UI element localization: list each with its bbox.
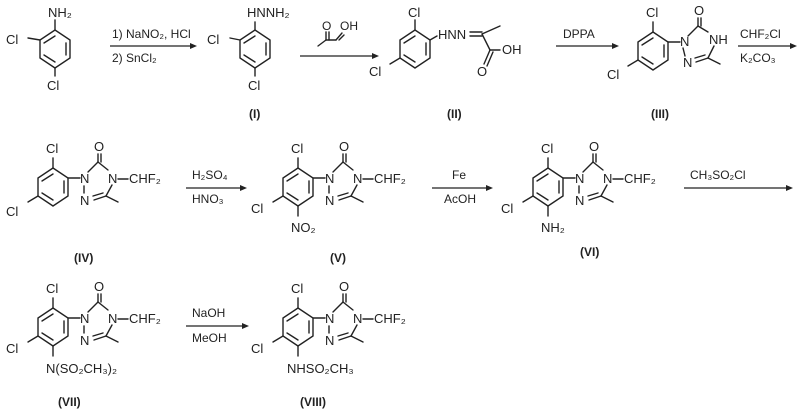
chloro-4: Cl xyxy=(501,201,513,216)
triazolone-n1: N xyxy=(680,34,689,49)
triazolone-n2: N xyxy=(683,55,692,70)
difluoromethyl: CHF₂ xyxy=(129,171,161,186)
triazolone-carbonyl-o: O xyxy=(589,139,599,154)
pyruvate-ketone-o: O xyxy=(322,19,331,33)
triazolone-carbonyl-o: O xyxy=(94,279,104,294)
chloro-4: Cl xyxy=(6,204,18,219)
chloro-4: Cl xyxy=(47,78,59,93)
triazolone-n1: N xyxy=(80,171,89,186)
pyruvate-oh: OH xyxy=(340,19,358,33)
triazolone-carbonyl-o: O xyxy=(94,139,104,154)
compound-VII: Cl Cl N(SO₂CH₃)₂ N O N CHF₂ N (VII) xyxy=(6,279,161,409)
triazolone-n4: N xyxy=(108,171,117,186)
triazolone-n1: N xyxy=(325,311,334,326)
compound-VI: Cl Cl NH₂ N O N CHF₂ N (VI) xyxy=(501,139,656,259)
reagent-step3: DPPA xyxy=(563,27,595,41)
chloro-4: Cl xyxy=(248,78,260,93)
reagent-step8-line1: NaOH xyxy=(192,306,225,320)
triazolone-carbonyl-o: O xyxy=(339,139,349,154)
hydrazine-group: HNNH₂ xyxy=(247,5,290,20)
label-VIII: (VIII) xyxy=(300,395,326,409)
triazolone-carbonyl-o: O xyxy=(339,279,349,294)
triazolone-n2: N xyxy=(80,333,89,348)
chloro-4: Cl xyxy=(369,64,381,79)
triazolone-n2: N xyxy=(575,193,584,208)
compound-III: Cl Cl N O NH N (III) xyxy=(607,3,728,121)
compound-V: Cl Cl NO₂ N O N CHF₂ N (V) xyxy=(251,139,406,265)
chloro-4: Cl xyxy=(607,67,619,82)
reagent-step5-line1: H₂SO₄ xyxy=(192,168,228,182)
label-VI: (VI) xyxy=(580,245,599,259)
chloro-2: Cl xyxy=(408,5,420,20)
chloro-2: Cl xyxy=(291,281,303,296)
arrow-step-6: Fe AcOH xyxy=(432,168,493,206)
label-V: (V) xyxy=(330,251,346,265)
reagent-step4-line1: CHF₂Cl xyxy=(740,27,781,41)
chloro-2: Cl xyxy=(46,141,58,156)
chloro-4: Cl xyxy=(251,341,263,356)
arrow-step-1: 1) NaNO₂, HCl 2) SnCl₂ xyxy=(110,27,197,65)
reagent-step6-line1: Fe xyxy=(452,168,466,182)
chloro-2: Cl xyxy=(541,141,553,156)
triazolone-carbonyl-o: O xyxy=(694,3,704,18)
reagent-step5-line2: HNO₃ xyxy=(192,192,224,206)
triazolone-n2: N xyxy=(325,193,334,208)
amino-group: NH₂ xyxy=(48,5,72,20)
triazolone-n4: N xyxy=(353,171,362,186)
arrow-step-4: CHF₂Cl K₂CO₃ xyxy=(738,27,797,65)
triazolone-n4: N xyxy=(108,311,117,326)
mesyl-amide: NHSO₂CH₃ xyxy=(287,361,354,376)
triazolone-n1: N xyxy=(575,171,584,186)
chloro-2: Cl xyxy=(6,32,18,47)
compound-IV: Cl Cl N O N CHF₂ N (IV) xyxy=(6,139,161,265)
chloro-4: Cl xyxy=(251,201,263,216)
reagent-step4-line2: K₂CO₃ xyxy=(740,51,776,65)
label-VII: (VII) xyxy=(58,395,81,409)
nitro-group: NO₂ xyxy=(291,220,316,235)
arrow-step-5: H₂SO₄ HNO₃ xyxy=(186,168,247,206)
chloro-2: Cl xyxy=(291,141,303,156)
difluoromethyl: CHF₂ xyxy=(374,311,406,326)
reagent-step1-line1: 1) NaNO₂, HCl xyxy=(112,27,191,41)
arrow-step-8: NaOH MeOH xyxy=(186,306,249,345)
compound-I: HNNH₂ Cl Cl (I) xyxy=(207,5,290,121)
acid-oh: OH xyxy=(502,42,522,57)
label-II: (II) xyxy=(447,107,462,121)
triazolone-n4: N xyxy=(603,171,612,186)
bis-mesyl-amine: N(SO₂CH₃)₂ xyxy=(46,361,117,376)
chloro-2: Cl xyxy=(46,281,58,296)
label-I: (I) xyxy=(249,107,260,121)
amino-group: NH₂ xyxy=(541,220,565,235)
hydrazone-hnn: HNN xyxy=(438,27,466,42)
triazolone-n4: N xyxy=(353,311,362,326)
triazolone-n1: N xyxy=(80,311,89,326)
label-III: (III) xyxy=(651,107,669,121)
starting-material-dichloroaniline: NH₂ Cl Cl xyxy=(6,5,72,93)
triazolone-n1: N xyxy=(325,171,334,186)
acid-carbonyl-o: O xyxy=(477,64,487,79)
compound-II: Cl Cl HNN O OH (II) xyxy=(369,5,522,121)
difluoromethyl: CHF₂ xyxy=(129,311,161,326)
chloro-2: Cl xyxy=(646,5,658,20)
triazolone-n2: N xyxy=(80,193,89,208)
difluoromethyl: CHF₂ xyxy=(624,171,656,186)
arrow-step-3: DPPA xyxy=(556,27,619,49)
reagent-step8-line2: MeOH xyxy=(192,331,227,345)
label-IV: (IV) xyxy=(74,251,93,265)
arrow-step-7: CH₃SO₂Cl xyxy=(684,168,793,191)
reagent-step6-line2: AcOH xyxy=(444,192,476,206)
reagent-step7: CH₃SO₂Cl xyxy=(690,168,746,182)
triazolone-nh: NH xyxy=(709,32,728,47)
arrow-step-2: O OH xyxy=(300,19,379,59)
difluoromethyl: CHF₂ xyxy=(374,171,406,186)
chloro-2: Cl xyxy=(207,32,219,47)
reagent-step1-line2: 2) SnCl₂ xyxy=(112,51,157,65)
triazolone-n2: N xyxy=(325,333,334,348)
chloro-4: Cl xyxy=(6,341,18,356)
compound-VIII: Cl Cl NHSO₂CH₃ N O N CHF₂ N (VIII) xyxy=(251,279,406,409)
